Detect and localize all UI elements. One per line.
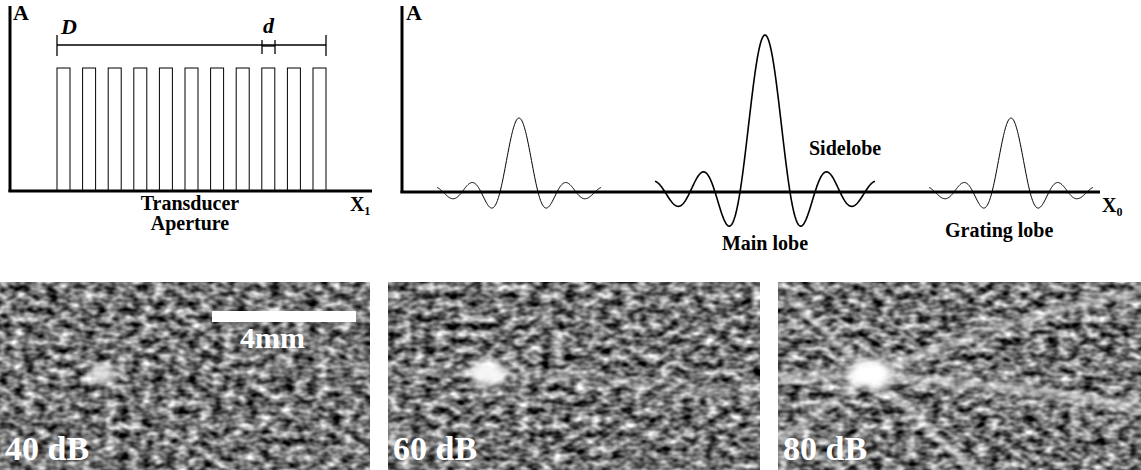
- element-bar: [211, 68, 224, 190]
- artifact-streaks: [778, 292, 1141, 470]
- main-lobe-curve: [655, 35, 875, 226]
- y-axis: [9, 6, 12, 192]
- speckle-background: [388, 282, 760, 470]
- ultrasound-image: [778, 282, 1141, 470]
- aperture-plot: [9, 6, 373, 192]
- x-axis: [401, 191, 1101, 194]
- scale-bar: [212, 311, 356, 322]
- lobe-label: Grating lobe: [945, 220, 1053, 240]
- lobe-label: Sidelobe: [809, 138, 881, 158]
- speckle-background: [778, 282, 1141, 470]
- element-bar: [108, 68, 121, 190]
- grating-lobe-curve: [929, 118, 1093, 208]
- point-target: [848, 359, 892, 389]
- ultrasound-image: [0, 282, 370, 470]
- y-axis: [401, 6, 404, 193]
- image-panel: 60 dB: [388, 282, 760, 470]
- element-bar: [262, 68, 275, 190]
- axis-title: Transducer Aperture: [125, 193, 255, 233]
- image-panel: 4mm 40 dB: [0, 282, 370, 470]
- gain-label: 80 dB: [783, 432, 867, 466]
- gain-label: 60 dB: [393, 432, 477, 466]
- axis-label: A: [13, 2, 29, 24]
- gain-label: 40 dB: [5, 432, 89, 466]
- dimension-label: D: [61, 16, 77, 38]
- scale-label: 4mm: [240, 323, 305, 353]
- element-bar: [185, 68, 198, 190]
- image-panel: 80 dB: [778, 282, 1141, 470]
- element-bar: [134, 68, 147, 190]
- element-bar: [236, 68, 249, 190]
- artifact-streaks: [388, 300, 760, 396]
- speckle-background: [0, 282, 370, 470]
- transducer-elements: [57, 68, 326, 190]
- beam-pattern-plot: [401, 6, 1101, 226]
- axis-label: X₁: [350, 194, 370, 214]
- element-bar: [159, 68, 172, 190]
- axis-label: A: [406, 2, 422, 24]
- element-bar: [83, 68, 96, 190]
- point-target: [88, 364, 116, 384]
- ultrasound-image: [388, 282, 760, 470]
- pitch-bracket: [262, 40, 275, 54]
- dimension-label: d: [263, 15, 274, 37]
- grating-lobe-curve: [437, 118, 601, 208]
- aperture-bracket: [57, 35, 326, 56]
- axis-label: X₀: [1102, 195, 1122, 215]
- element-bar: [57, 68, 70, 190]
- element-bar: [313, 68, 326, 190]
- point-target: [470, 360, 506, 386]
- element-bar: [287, 68, 300, 190]
- lobe-label: Main lobe: [722, 233, 808, 253]
